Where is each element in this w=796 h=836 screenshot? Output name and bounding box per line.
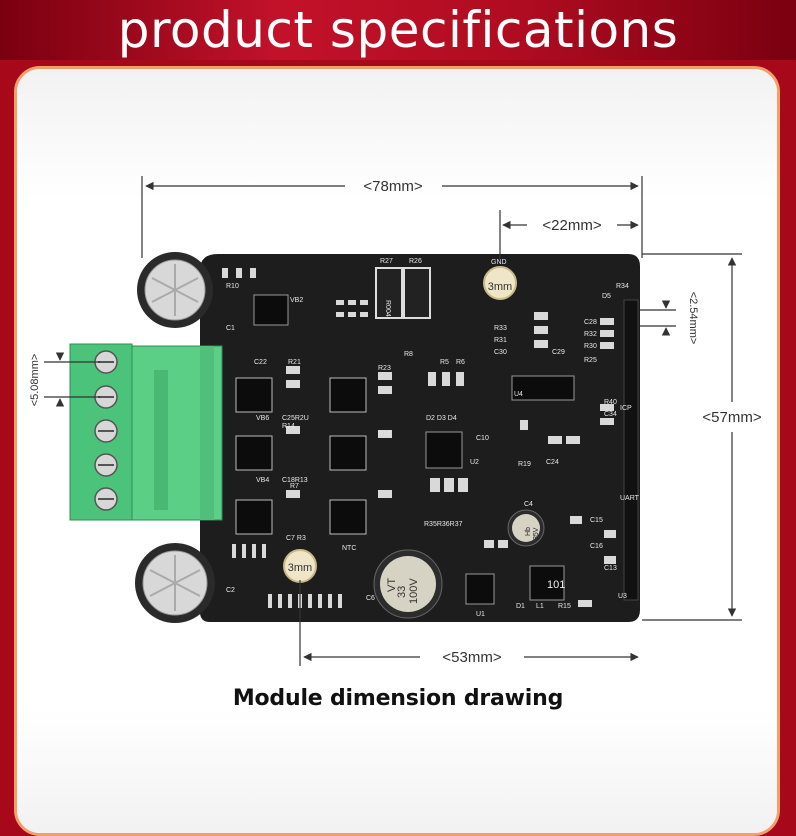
silk-r27: R27 xyxy=(380,258,393,265)
capacitor-100v xyxy=(373,549,443,619)
silk-u1: U1 xyxy=(476,611,485,618)
silk-r23: R23 xyxy=(378,365,391,372)
silk-uart: UART xyxy=(620,495,640,502)
silk-c30: C30 xyxy=(494,349,507,356)
capacitor-top-left xyxy=(137,252,213,328)
inductor-l1 xyxy=(529,565,565,601)
capacitor-bottom-left xyxy=(135,543,215,623)
silk-c13: C13 xyxy=(604,565,617,572)
mounting-hole-top xyxy=(483,266,517,300)
silk-gnd: GND xyxy=(491,259,507,266)
mosfet-6 xyxy=(329,499,367,535)
dim-connector-offset: <22mm> xyxy=(542,217,601,234)
silk-u3: U3 xyxy=(618,593,627,600)
silk-c16: C16 xyxy=(590,543,603,550)
terminal-block xyxy=(69,343,223,521)
driver-chip xyxy=(253,294,289,326)
silk-vb4: VB4 xyxy=(256,477,269,484)
resistor-label: R004 xyxy=(384,300,391,317)
hole-label-bottom: 3mm xyxy=(288,562,312,574)
silk-r26: R26 xyxy=(409,258,422,265)
current-sense-resistor xyxy=(375,267,403,319)
resistor-r26 xyxy=(403,267,431,319)
silk-l1: L1 xyxy=(536,603,544,610)
silk-r34: R34 xyxy=(616,283,629,290)
dim-pin-pitch: <2.54mm> xyxy=(687,292,699,345)
silk-r8: R8 xyxy=(404,351,413,358)
silk-r21: R21 xyxy=(288,359,301,366)
silk-c2: C2 xyxy=(226,587,235,594)
silk-r25: R25 xyxy=(584,357,597,364)
cap-label-33: 33 xyxy=(396,586,408,598)
card-top-shade xyxy=(17,69,777,199)
silk-vb6: VB6 xyxy=(256,415,269,422)
mcu-chip-u2 xyxy=(425,431,463,469)
silk-c34: C34 xyxy=(604,411,617,418)
dim-overall-width: <78mm> xyxy=(363,178,422,195)
silk-c28: C28 xyxy=(584,319,597,326)
silk-c10: C10 xyxy=(476,435,489,442)
inductor-label: 101 xyxy=(547,579,565,591)
silk-r33: R33 xyxy=(494,325,507,332)
silk-d5: D5 xyxy=(602,293,611,300)
dim-hole-spacing: <53mm> xyxy=(442,649,501,666)
silk-c29: C29 xyxy=(552,349,565,356)
silk-r32: R32 xyxy=(584,331,597,338)
silk-u4: U4 xyxy=(514,391,523,398)
silk-r30: R30 xyxy=(584,343,597,350)
dim-terminal-pitch: <5.08mm> xyxy=(29,354,41,407)
silk-r40: R40 xyxy=(604,399,617,406)
silk-r19: R19 xyxy=(518,461,531,468)
silk-r7: R7 xyxy=(290,483,299,490)
silk-vb2: VB2 xyxy=(290,297,303,304)
chip-u4 xyxy=(511,375,575,401)
card-bottom-shade xyxy=(17,709,777,833)
silk-r5: R5 xyxy=(440,359,449,366)
cap-label-vt: VT xyxy=(386,578,398,592)
pin-header xyxy=(623,299,639,601)
regulator-u1 xyxy=(465,573,495,605)
mosfet-3 xyxy=(235,499,273,535)
small-cap-label-2: 35V xyxy=(533,527,540,540)
silk-r14: R14 xyxy=(282,423,295,430)
dim-height: <57mm> xyxy=(702,409,761,426)
silk-c24: C24 xyxy=(546,459,559,466)
mosfet-4 xyxy=(329,377,367,413)
silk-r6: R6 xyxy=(456,359,465,366)
silk-r35: R35R36R37 xyxy=(424,521,463,528)
page-title: product specifications xyxy=(117,1,679,59)
silk-r16: R16 xyxy=(378,431,391,438)
cap-label-100v: 100V xyxy=(408,578,420,604)
mosfet-2 xyxy=(235,435,273,471)
silk-d2d3d4: D2 D3 D4 xyxy=(426,415,457,422)
drawing-caption: Module dimension drawing xyxy=(232,686,564,711)
mosfet-1 xyxy=(235,377,273,413)
silk-r10: R10 xyxy=(226,283,239,290)
silk-c7: C7 R3 xyxy=(286,535,306,542)
header-banner xyxy=(0,0,796,60)
capacitor-small xyxy=(507,509,545,547)
silk-r15: R15 xyxy=(558,603,571,610)
silk-c25: C25R2U xyxy=(282,415,309,422)
silk-c22: C22 xyxy=(254,359,267,366)
hole-label-top: 3mm xyxy=(488,281,512,293)
silk-c4: C4 xyxy=(524,501,533,508)
silk-c15: C15 xyxy=(590,517,603,524)
pcb-board: 3mm 3mm 33 100V VT Hb 35V 101 R004 xyxy=(135,252,640,623)
silk-ntc: NTC xyxy=(342,545,356,552)
silk-icp: ICP xyxy=(620,405,632,412)
silk-d1: D1 xyxy=(516,603,525,610)
silk-c1: C1 xyxy=(226,325,235,332)
silk-u2: U2 xyxy=(470,459,479,466)
silk-c18: C18R13 xyxy=(282,477,308,484)
mosfet-5 xyxy=(329,435,367,471)
small-cap-label-1: Hb xyxy=(525,527,532,536)
silk-r31: R31 xyxy=(494,337,507,344)
silk-c6: C6 xyxy=(366,595,375,602)
